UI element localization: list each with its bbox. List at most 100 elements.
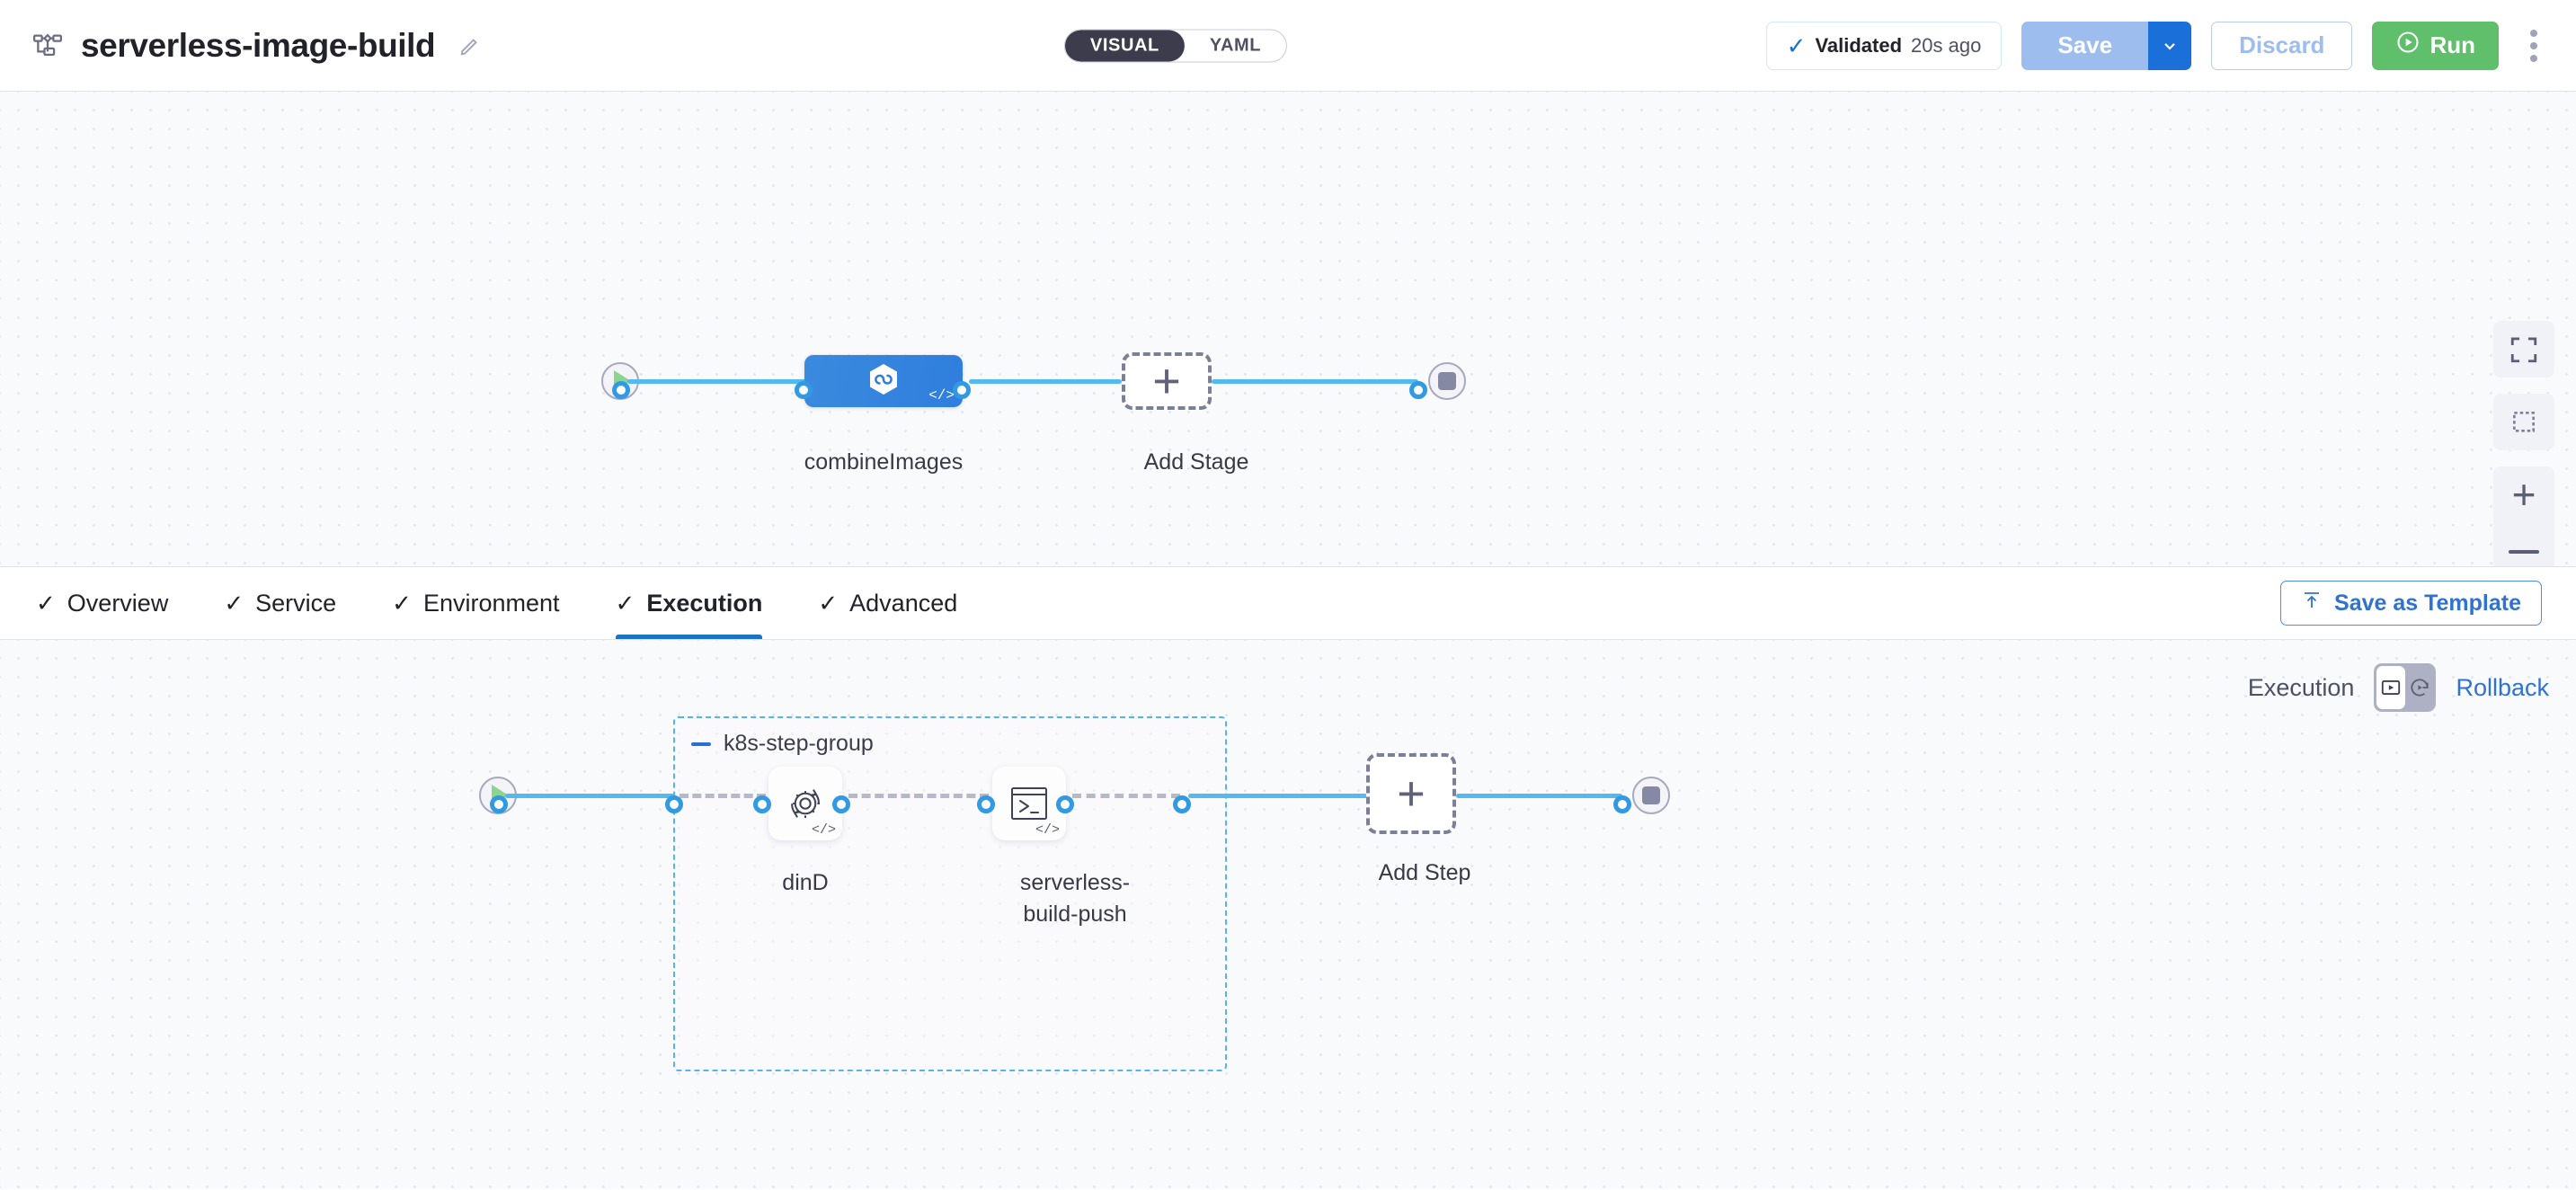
play-circle-icon [2395,30,2421,61]
tab-execution[interactable]: ✓ Execution [615,567,763,639]
step-group-header: k8s-step-group [691,731,874,757]
tab-label: Service [255,589,337,617]
tab-environment[interactable]: ✓ Environment [392,567,559,639]
stop-icon [1642,786,1660,804]
header-left-group: serverless-image-build [31,27,484,65]
discard-button[interactable]: Discard [2211,21,2353,70]
add-step-label: Add Step [1378,860,1471,885]
buildpush-input-port[interactable] [977,795,995,813]
save-button-group: Save [2021,21,2192,70]
check-icon: ✓ [1786,31,1807,59]
step-label-line2: build-push [1023,901,1127,927]
view-mode-toggle-wrapper: VISUAL YAML [1063,29,1288,62]
step-label-serverless-build-push: serverless- build-push [1020,867,1130,929]
edge-group-to-dind [680,794,766,798]
edge-buildpush-to-groupexit [1072,794,1180,798]
buildpush-output-port[interactable] [1056,795,1074,813]
step-group-title: k8s-step-group [724,731,874,756]
execution-rollback-switcher: Execution Rollback [2248,663,2549,712]
edge-group-to-addstep [1188,794,1368,798]
edge-addstage-to-end [1212,379,1418,384]
start-node-port[interactable] [612,381,630,399]
add-stage-label: Add Stage [1143,449,1249,475]
tab-advanced[interactable]: ✓ Advanced [818,567,957,639]
page-title: serverless-image-build [81,26,436,64]
harness-ci-hexagon-icon [870,364,897,395]
dind-output-port[interactable] [832,795,850,813]
save-as-template-button[interactable]: Save as Template [2280,581,2542,626]
check-icon: ✓ [224,590,244,617]
check-icon: ✓ [818,590,839,617]
header-actions: ✓ Validated 20s ago Save Discard Run [1765,21,2549,70]
selection-box-button[interactable] [2493,394,2554,450]
tab-label: Execution [646,589,763,617]
zoom-controls: + [2493,466,2554,566]
save-as-template-label: Save as Template [2334,590,2521,616]
save-button[interactable]: Save [2021,21,2149,70]
stage-label: combineImages [804,449,964,475]
execution-view-icon [2382,680,2401,695]
add-stage-button[interactable]: + [1122,352,1212,410]
minus-icon[interactable] [691,742,711,746]
zoom-out-button[interactable] [2493,523,2554,566]
execution-view-option[interactable] [2376,666,2405,709]
run-label: Run [2429,31,2475,58]
terminal-icon [1011,787,1047,820]
app-header: serverless-image-build VISUAL YAML ✓ Val… [0,0,2576,92]
view-mode-toggle[interactable]: VISUAL YAML [1063,29,1288,62]
edge-addstep-to-end [1456,794,1622,798]
zoom-in-button[interactable]: + [2493,466,2554,523]
dind-input-port[interactable] [753,795,771,813]
chevron-down-icon[interactable] [2148,21,2192,70]
step-code-badge: </> [811,822,836,838]
execution-end-port[interactable] [1613,795,1631,813]
rollback-view-icon [2411,679,2429,697]
stage-input-port[interactable] [795,381,813,399]
template-upload-icon [2301,590,2323,617]
plus-icon: + [1152,353,1181,408]
stage-code-badge: </> [928,387,955,404]
mode-visual-button[interactable]: VISUAL [1064,30,1185,61]
end-node-port[interactable] [1409,381,1427,399]
step-node-dind[interactable]: </> [768,767,842,840]
canvas-controls: + [2493,321,2554,566]
step-group-k8s[interactable]: k8s-step-group [673,716,1227,1071]
pipeline-icon [31,29,65,63]
execution-canvas[interactable]: Execution Rollback k8s [0,640,2576,1189]
gear-rotate-icon [791,789,821,819]
step-node-serverless-build-push[interactable]: </> [992,767,1066,840]
pipeline-canvas[interactable]: </> combineImages + Add Stage + [0,92,2576,567]
pencil-icon[interactable] [457,32,484,59]
status-badge: ✓ Validated 20s ago [1765,21,2003,70]
edge-start-to-stage [627,379,807,384]
group-exit-port[interactable] [1173,795,1191,813]
validated-label: Validated [1815,33,1903,57]
step-label-line1: serverless- [1019,870,1131,895]
execution-view-toggle[interactable] [2374,663,2437,712]
step-label-dind: dinD [782,870,829,895]
execution-start-port[interactable] [490,795,508,813]
kebab-menu-icon[interactable] [2518,22,2549,70]
stage-output-port[interactable] [953,381,971,399]
rollback-view-option[interactable] [2405,666,2434,709]
run-button[interactable]: Run [2372,21,2499,70]
check-icon: ✓ [36,590,56,617]
rollback-button[interactable]: Rollback [2456,673,2549,701]
execution-end-node [1632,777,1670,814]
tab-label: Overview [67,589,169,617]
execution-label: Execution [2247,673,2355,701]
stage-node-combineimages[interactable]: </> [804,355,963,407]
group-entry-port[interactable] [665,795,683,813]
tab-label: Environment [422,589,560,617]
add-step-button[interactable]: + [1366,753,1456,834]
tab-service[interactable]: ✓ Service [224,567,336,639]
fit-to-screen-button[interactable] [2493,321,2554,377]
tab-overview[interactable]: ✓ Overview [36,567,168,639]
validated-timestamp: 20s ago [1911,33,1982,57]
plus-icon: + [2511,470,2536,518]
mode-yaml-button[interactable]: YAML [1209,35,1262,55]
step-code-badge: </> [1035,822,1060,838]
edge-stage-to-addstage [969,379,1122,384]
plus-icon: + [1397,766,1426,821]
minus-icon [2509,549,2539,554]
